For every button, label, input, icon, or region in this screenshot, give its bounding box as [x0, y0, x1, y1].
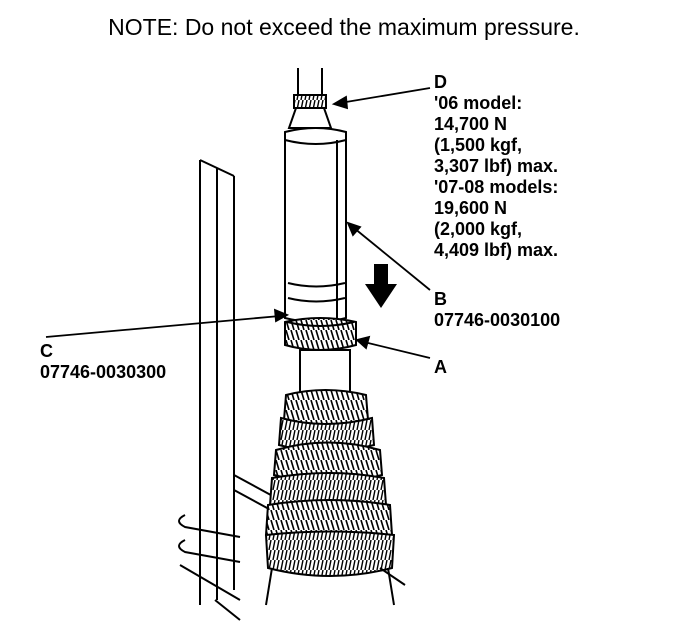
pressure-note: NOTE: Do not exceed the maximum pressure… — [108, 14, 580, 40]
label-c: C 07746-0030300 — [40, 341, 166, 383]
label-d-line: 14,700 N — [434, 114, 508, 134]
leader-lines — [45, 87, 431, 359]
down-arrow-icon — [365, 264, 397, 308]
label-d-line: 4,409 lbf) max. — [434, 240, 559, 260]
label-c-letter: C — [40, 341, 53, 361]
attachment-b — [284, 127, 347, 323]
label-a-letter: A — [434, 357, 447, 377]
label-d-line: (2,000 kgf, — [434, 219, 523, 239]
label-d-line: 19,600 N — [434, 198, 508, 218]
gear-stack — [264, 389, 406, 606]
label-b-part-number: 07746-0030100 — [434, 310, 561, 330]
label-d-line: '07-08 models: — [434, 177, 559, 197]
label-d-line: '06 model: — [434, 93, 523, 113]
label-d-line: 3,307 lbf) max. — [434, 156, 559, 176]
label-b: B 07746-0030100 — [434, 289, 560, 331]
gear-a — [284, 317, 357, 351]
label-a: A — [434, 357, 447, 378]
label-d-line: (1,500 kgf, — [434, 135, 523, 155]
label-c-part-number: 07746-0030300 — [40, 362, 167, 382]
label-b-letter: B — [434, 289, 447, 309]
press-frame — [178, 159, 281, 621]
label-d-letter: D — [434, 72, 447, 92]
label-d: D '06 model: 14,700 N (1,500 kgf, 3,307 … — [434, 72, 558, 261]
press-shaft — [287, 68, 333, 129]
